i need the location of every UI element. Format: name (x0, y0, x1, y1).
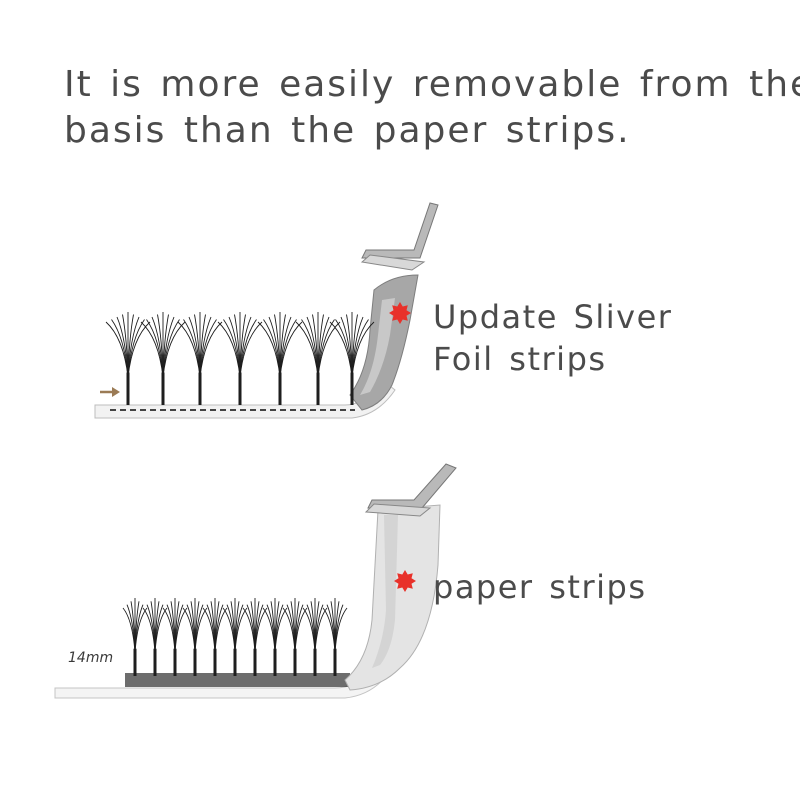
foil-lash-fans (105, 312, 375, 405)
paper-strips-label: paper strips (433, 566, 647, 608)
foil-lash-fan (295, 312, 341, 405)
foil-lash-fan (257, 312, 303, 405)
paper-lash-fan (242, 598, 268, 676)
paper-lash-fan (202, 598, 228, 676)
foil-strips-label: Update Sliver Foil strips (433, 296, 672, 380)
arrow-right-icon (100, 387, 120, 397)
paper-lash-fans (122, 598, 348, 676)
paper-lash-fan (282, 598, 308, 676)
paper-lash-fan (122, 598, 148, 676)
foil-label-line-2: Foil strips (433, 340, 607, 378)
paper-lash-fan (262, 598, 288, 676)
paper-lash-fan (302, 598, 328, 676)
paper-lash-fan (182, 598, 208, 676)
headline-line-1: It is more easily removable from the (64, 64, 800, 105)
paper-label: paper strips (433, 568, 647, 606)
tweezers-icon (360, 202, 439, 271)
foil-label-line-1: Update Sliver (433, 298, 673, 336)
foil-lash-fan (329, 312, 375, 405)
foil-lash-fan (140, 312, 186, 405)
foil-lash-fan (217, 312, 263, 405)
paper-lash-fan (142, 598, 168, 676)
headline: It is more easily removable from the bas… (64, 62, 800, 154)
paper-strip-illustration (54, 463, 457, 699)
headline-line-2: basis than the paper strips. (64, 110, 631, 151)
red-star-burst-icon (394, 570, 416, 592)
lash-length-label: 14mm (68, 650, 114, 666)
foil-strip-illustration (94, 202, 439, 419)
paper-lash-fan (162, 598, 188, 676)
tweezers-icon (364, 463, 457, 517)
paper-lash-fan (222, 598, 248, 676)
foil-lash-fan (177, 312, 223, 405)
paper-lash-fan (322, 598, 348, 676)
red-star-burst-icon (389, 302, 411, 324)
foil-lash-fan (105, 312, 151, 405)
